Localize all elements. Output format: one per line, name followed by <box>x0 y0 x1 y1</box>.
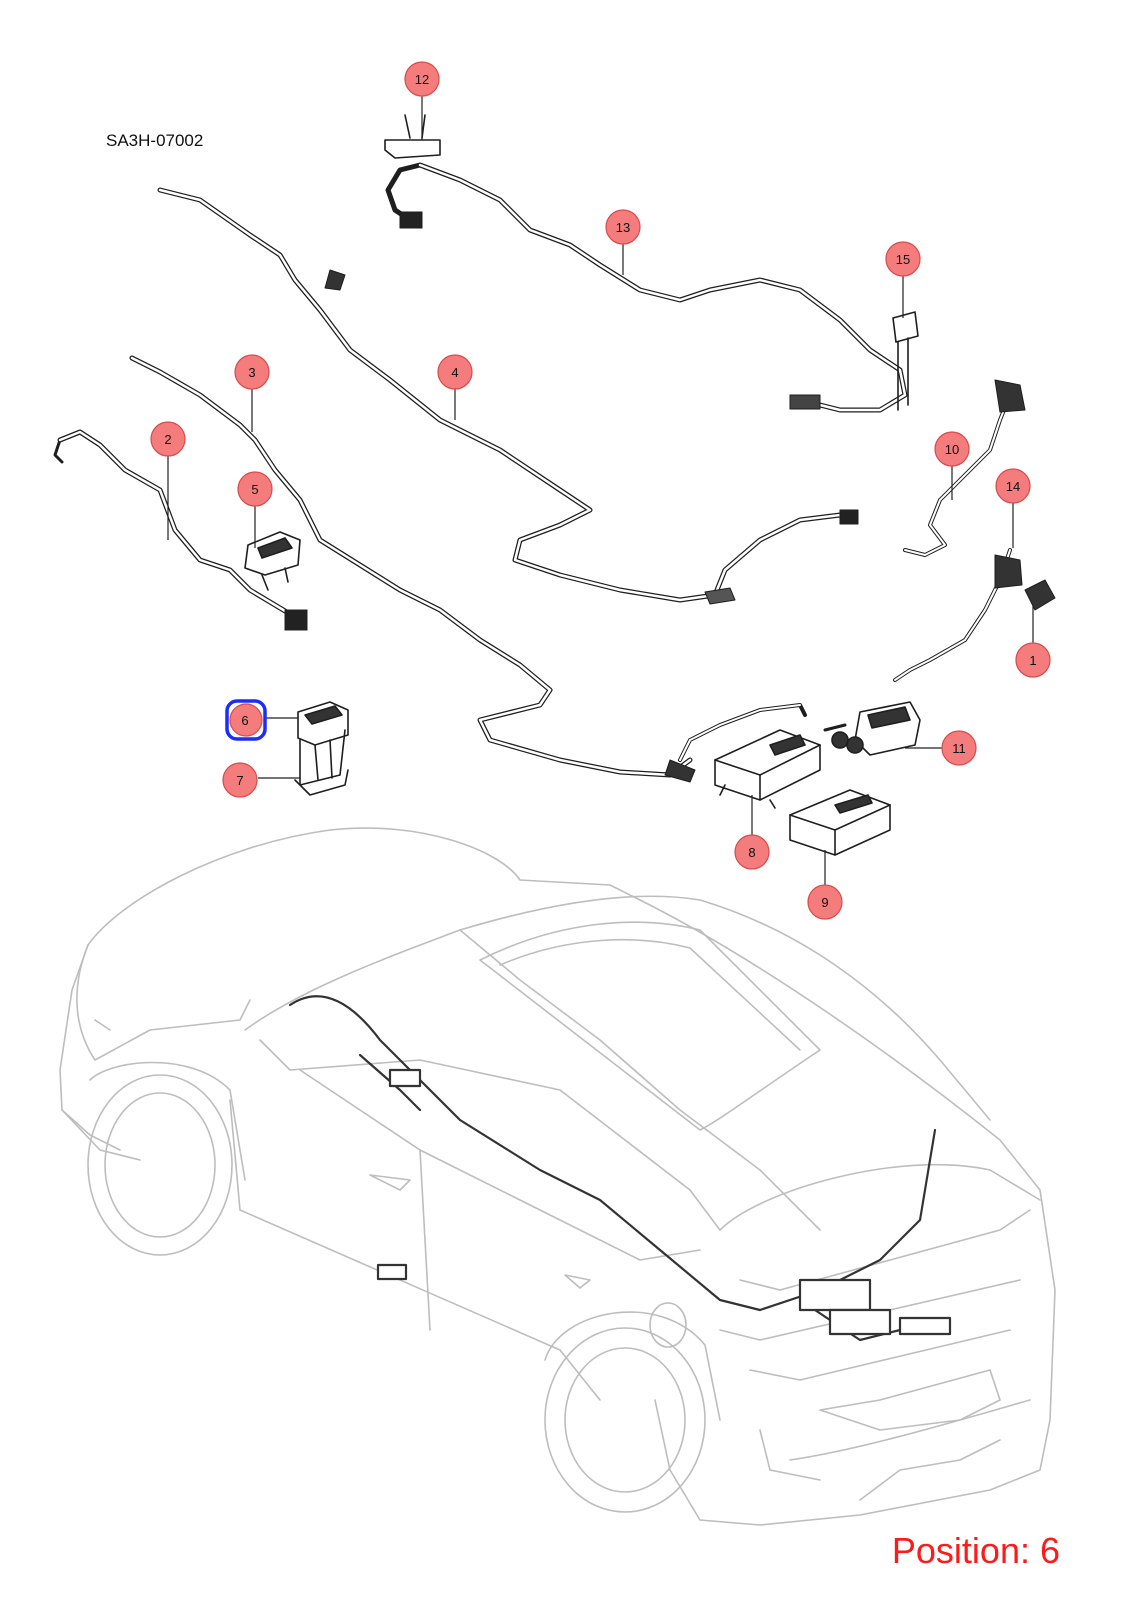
bracket-12 <box>384 114 441 159</box>
svg-text:14: 14 <box>1006 479 1020 494</box>
vehicle-illustration <box>59 827 1056 1526</box>
bracket-7 <box>294 729 349 796</box>
svg-text:7: 7 <box>236 773 243 788</box>
sensor-1 <box>1024 579 1056 611</box>
callout-6-selection-outline <box>225 699 267 741</box>
module-5 <box>244 531 301 591</box>
callout-2[interactable]: 2 <box>150 421 186 457</box>
callout-15[interactable]: 15 <box>885 241 921 277</box>
charge-port-11 <box>823 701 921 756</box>
svg-text:11: 11 <box>952 741 966 756</box>
svg-text:12: 12 <box>415 72 429 87</box>
callouts: 1 2 3 4 5 6 7 8 <box>150 61 1051 920</box>
svg-text:8: 8 <box>748 845 755 860</box>
svg-text:15: 15 <box>896 252 910 267</box>
svg-text:4: 4 <box>451 365 458 380</box>
callout-11[interactable]: 11 <box>941 730 977 766</box>
callout-13[interactable]: 13 <box>605 209 641 245</box>
svg-text:1: 1 <box>1029 653 1036 668</box>
diagram-code: SA3H-07002 <box>106 131 204 150</box>
harness-2 <box>53 429 303 623</box>
bracket-15 <box>892 311 919 411</box>
harness-10 <box>903 393 1012 557</box>
leader-lines <box>167 96 1034 885</box>
callout-9[interactable]: 9 <box>807 884 843 920</box>
callout-1[interactable]: 1 <box>1015 642 1051 678</box>
callout-5[interactable]: 5 <box>237 471 273 507</box>
callout-14[interactable]: 14 <box>995 468 1031 504</box>
callout-3[interactable]: 3 <box>234 354 270 390</box>
callout-6[interactable]: 6 <box>225 699 267 741</box>
svg-text:6: 6 <box>241 713 248 728</box>
svg-text:5: 5 <box>251 482 258 497</box>
callout-7[interactable]: 7 <box>222 762 258 798</box>
callout-4[interactable]: 4 <box>437 354 473 390</box>
svg-text:9: 9 <box>821 895 828 910</box>
harness-14 <box>893 548 1012 682</box>
vehicle-harness-overlay <box>288 995 952 1342</box>
svg-text:10: 10 <box>945 442 959 457</box>
svg-text:2: 2 <box>164 432 171 447</box>
callout-10[interactable]: 10 <box>934 431 970 467</box>
position-label: Position: 6 <box>891 1530 1060 1571</box>
svg-text:3: 3 <box>248 365 255 380</box>
module-9 <box>789 789 891 856</box>
connector-6 <box>297 701 349 746</box>
charger-8 <box>714 729 821 809</box>
svg-text:13: 13 <box>616 220 630 235</box>
callout-8[interactable]: 8 <box>734 834 770 870</box>
component-line-art <box>53 114 1056 856</box>
callout-12[interactable]: 12 <box>404 61 440 97</box>
